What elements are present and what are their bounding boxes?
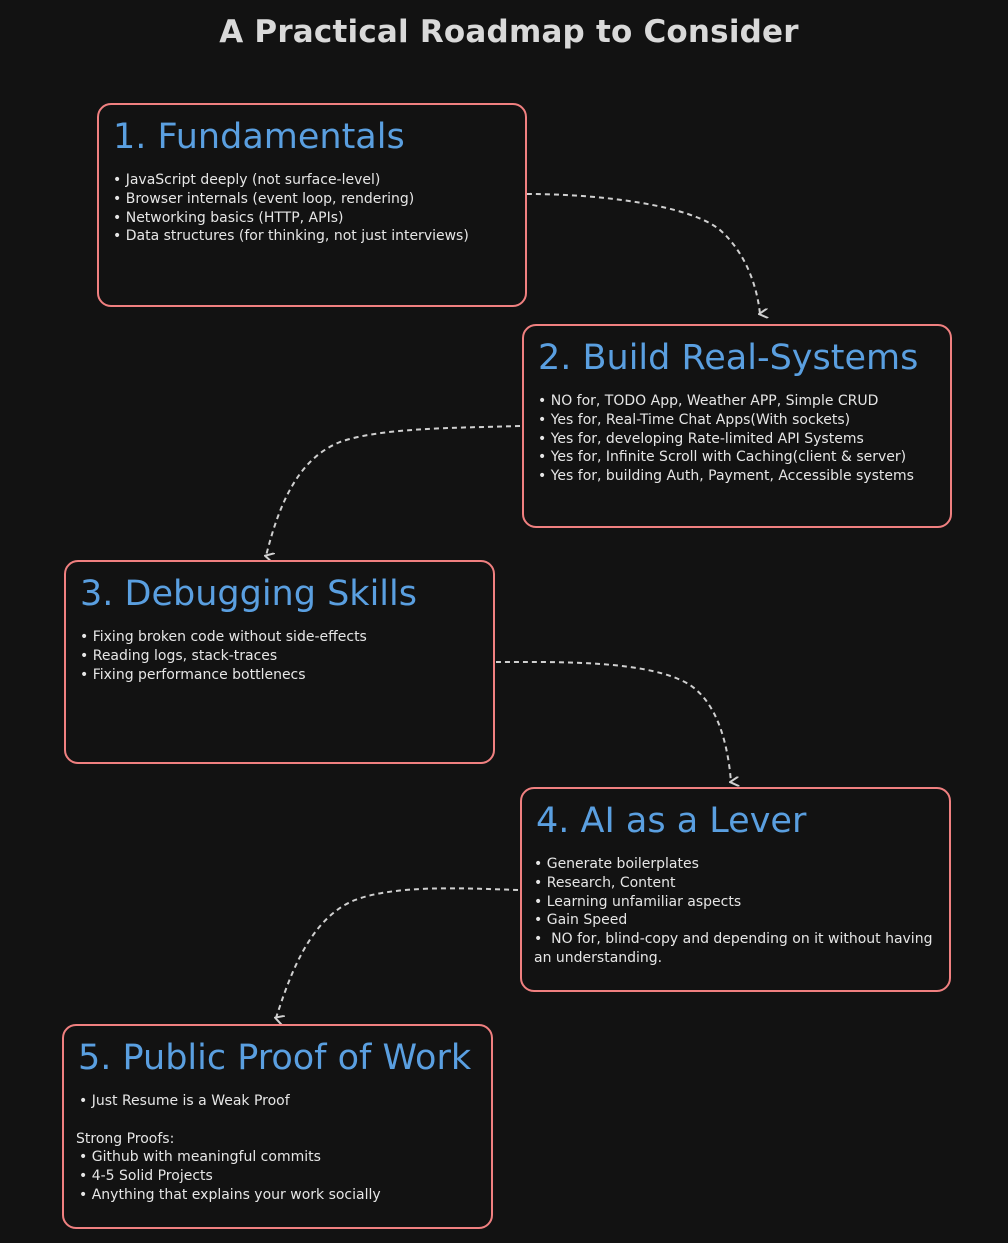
list-item: Just Resume is a Weak Proof	[76, 1092, 381, 1111]
list-item-continuation: an understanding.	[534, 949, 663, 966]
card-debugging-skills: 3. Debugging Skills Fixing broken code w…	[64, 560, 495, 764]
list-item: Yes for, building Auth, Payment, Accessi…	[538, 467, 914, 486]
list-item: Networking basics (HTTP, APIs)	[113, 209, 469, 228]
list-heading: Strong Proofs:	[76, 1130, 175, 1147]
card-list: NO for, TODO App, Weather APP, Simple CR…	[538, 392, 914, 486]
card-ai-as-a-lever: 4. AI as a Lever Generate boilerplates R…	[520, 787, 951, 992]
arrow-4-to-5	[276, 887, 519, 1018]
list-item: Yes for, Real-Time Chat Apps(With socket…	[538, 411, 914, 430]
list-item: NO for, TODO App, Weather APP, Simple CR…	[538, 392, 914, 411]
list-item: Fixing broken code without side-effects	[80, 628, 367, 647]
arrow-2-to-3	[266, 425, 521, 556]
card-title: 2. Build Real-Systems	[538, 338, 919, 378]
card-title: 1. Fundamentals	[113, 117, 405, 157]
list-item: Github with meaningful commits	[76, 1148, 381, 1167]
arrow-1-to-2	[526, 193, 760, 314]
list-item: Browser internals (event loop, rendering…	[113, 190, 469, 209]
list-item: NO for, blind-copy and depending on it w…	[534, 930, 932, 949]
list-item: JavaScript deeply (not surface-level)	[113, 171, 469, 190]
list-item: Yes for, Infinite Scroll with Caching(cl…	[538, 448, 914, 467]
page-title: A Practical Roadmap to Consider	[219, 14, 799, 50]
list-item: Generate boilerplates	[534, 855, 932, 874]
card-title: 5. Public Proof of Work	[78, 1038, 472, 1078]
arrow-3-to-4	[495, 660, 731, 782]
card-build-real-systems: 2. Build Real-Systems NO for, TODO App, …	[522, 324, 952, 528]
card-title: 4. AI as a Lever	[536, 801, 807, 841]
card-public-proof-of-work: 5. Public Proof of Work Just Resume is a…	[62, 1024, 493, 1229]
card-title: 3. Debugging Skills	[80, 574, 417, 614]
card-list: Fixing broken code without side-effects …	[80, 628, 367, 684]
list-spacer	[76, 1111, 381, 1130]
card-fundamentals: 1. Fundamentals JavaScript deeply (not s…	[97, 103, 527, 307]
list-item: Reading logs, stack-traces	[80, 647, 367, 666]
list-item: 4-5 Solid Projects	[76, 1167, 381, 1186]
list-item: Research, Content	[534, 874, 932, 893]
list-item: Fixing performance bottlenecs	[80, 666, 367, 685]
list-item: Yes for, developing Rate-limited API Sys…	[538, 430, 914, 449]
card-list: Just Resume is a Weak Proof Strong Proof…	[76, 1092, 381, 1205]
list-item: Gain Speed	[534, 911, 932, 930]
list-item: Data structures (for thinking, not just …	[113, 227, 469, 246]
card-list: JavaScript deeply (not surface-level) Br…	[113, 171, 469, 246]
list-item: Learning unfamiliar aspects	[534, 893, 932, 912]
card-list: Generate boilerplates Research, Content …	[534, 855, 932, 968]
list-item: Anything that explains your work sociall…	[76, 1186, 381, 1205]
